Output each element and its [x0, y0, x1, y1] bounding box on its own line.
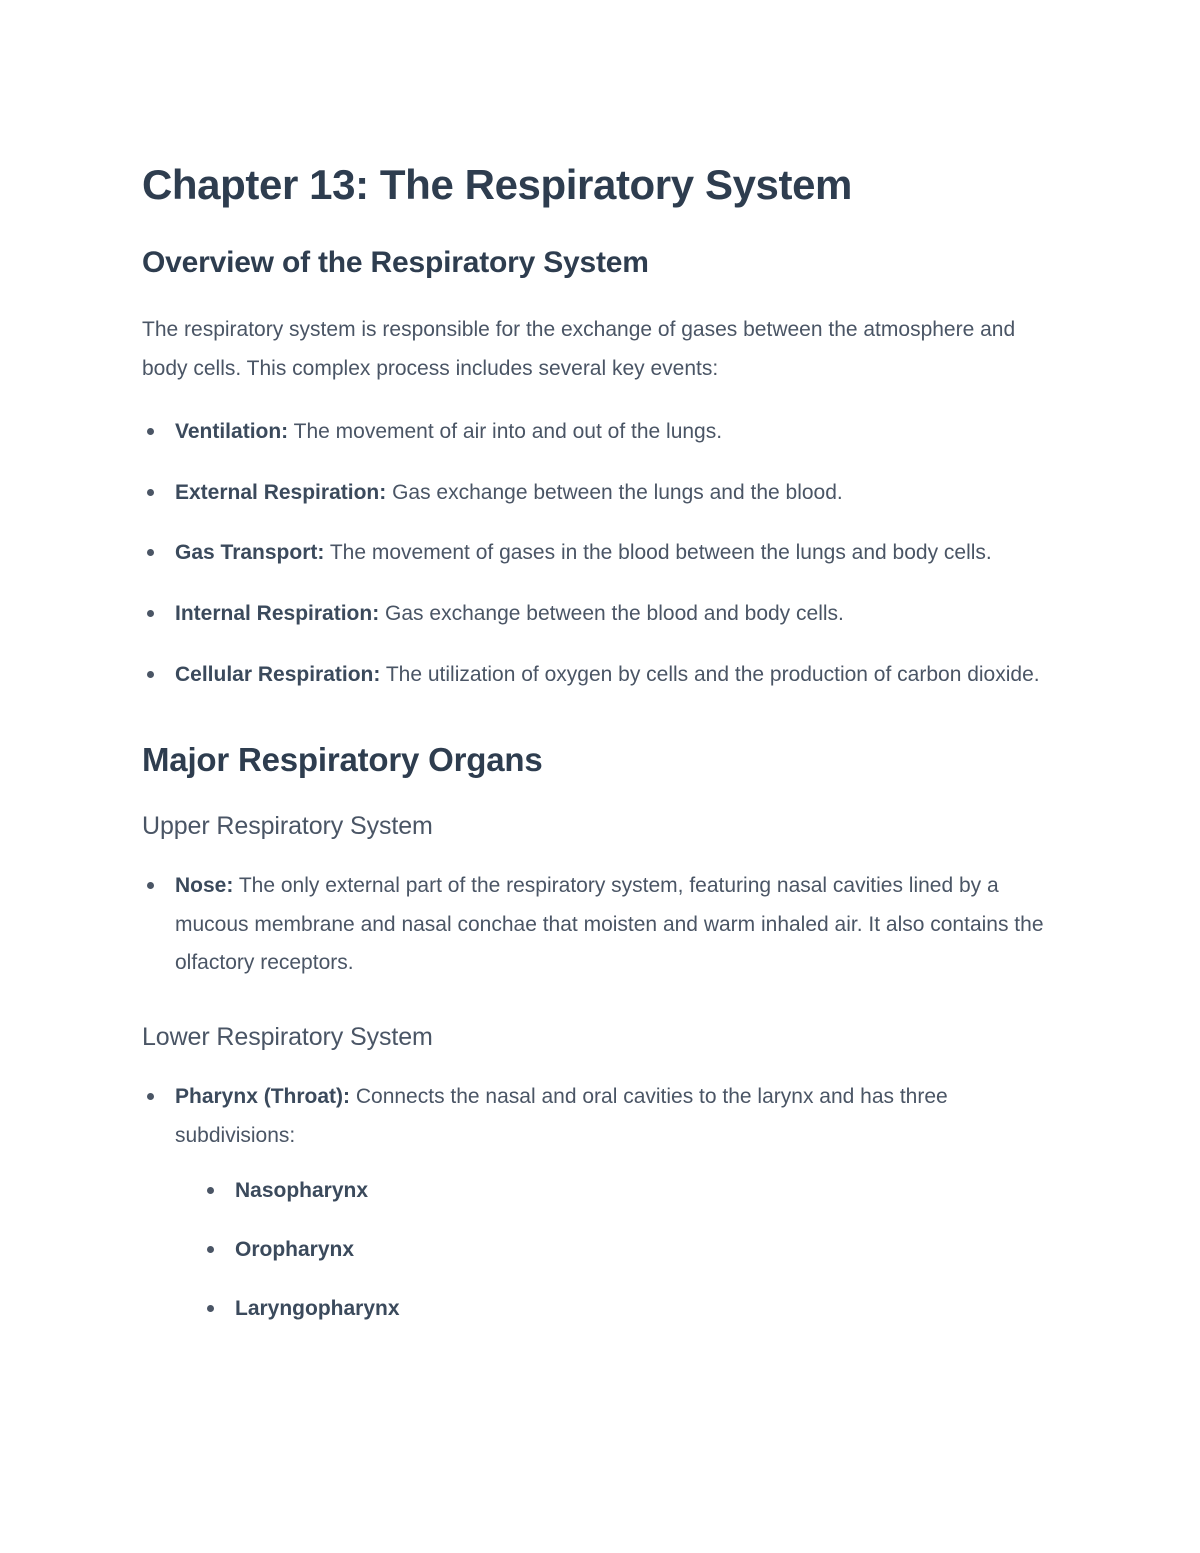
page-title: Chapter 13: The Respiratory System: [142, 161, 852, 208]
upper-respiratory-bullet-list: Nose: The only external part of the resp…: [142, 867, 1055, 984]
list-item-text: The movement of gases in the blood betwe…: [324, 541, 992, 565]
list-item-lead: Ventilation:: [175, 419, 289, 443]
list-item: Nose: The only external part of the resp…: [142, 867, 1055, 984]
list-item-text: The utilization of oxygen by cells and t…: [380, 663, 1040, 687]
section-major-organs: Major Respiratory Organs Upper Respirato…: [142, 739, 1055, 1325]
section-overview: Overview of the Respiratory System The r…: [142, 244, 1055, 695]
bullet-dot-icon: [207, 1304, 214, 1312]
bullet-dot-icon: [147, 881, 154, 889]
list-item-lead: External Respiration:: [175, 480, 387, 504]
list-item: Internal Respiration: Gas exchange betwe…: [142, 595, 1055, 634]
list-item-lead: Nose:: [175, 873, 234, 897]
list-item: Oropharynx: [203, 1234, 1055, 1267]
list-item-lead: Pharynx (Throat):: [175, 1084, 351, 1108]
bullet-dot-icon: [147, 671, 154, 679]
bullet-dot-icon: [207, 1245, 214, 1253]
list-item: Nasopharynx: [203, 1175, 1055, 1208]
list-item: Pharynx (Throat): Connects the nasal and…: [142, 1078, 1055, 1325]
pharynx-subdivisions-wrap: Nasopharynx Oropharynx Laryngopharynx: [175, 1175, 1055, 1325]
list-item-lead: Gas Transport:: [175, 541, 325, 565]
list-item-lead: Internal Respiration:: [175, 602, 380, 626]
overview-paragraph: The respiratory system is responsible fo…: [142, 318, 1016, 380]
subheading-upper-respiratory-system: Upper Respiratory System: [142, 812, 433, 841]
list-item: Gas Transport: The movement of gases in …: [142, 534, 1055, 573]
list-item-text: Laryngopharynx: [235, 1296, 400, 1320]
overview-bullet-list: Ventilation: The movement of air into an…: [142, 413, 1055, 695]
lower-respiratory-bullet-list: Pharynx (Throat): Connects the nasal and…: [142, 1078, 1055, 1325]
list-item-text: Nasopharynx: [235, 1179, 369, 1203]
list-item-text: The movement of air into and out of the …: [288, 419, 723, 443]
list-item-text: Connects the nasal and oral cavities to …: [175, 1084, 948, 1147]
bullet-dot-icon: [147, 427, 154, 435]
bullet-dot-icon: [147, 549, 154, 557]
bullet-dot-icon: [147, 610, 154, 618]
list-item-text: Oropharynx: [235, 1237, 355, 1261]
list-item-text: The only external part of the respirator…: [175, 873, 1044, 975]
section-heading-major-organs: Major Respiratory Organs: [142, 740, 543, 778]
list-item-lead: Cellular Respiration:: [175, 663, 381, 687]
pharynx-subdivision-list: Nasopharynx Oropharynx Laryngopharynx: [203, 1175, 1055, 1325]
bullet-dot-icon: [147, 488, 154, 496]
bullet-dot-icon: [207, 1187, 214, 1195]
list-item-text: Gas exchange between the blood and body …: [379, 602, 844, 626]
section-heading-overview: Overview of the Respiratory System: [142, 245, 649, 279]
list-item: External Respiration: Gas exchange betwe…: [142, 474, 1055, 513]
subheading-lower-respiratory-system: Lower Respiratory System: [142, 1023, 433, 1052]
list-item-text: Gas exchange between the lungs and the b…: [386, 480, 843, 504]
list-item: Cellular Respiration: The utilization of…: [142, 656, 1055, 695]
list-item: Laryngopharynx: [203, 1293, 1055, 1326]
list-item: Ventilation: The movement of air into an…: [142, 413, 1055, 452]
bullet-dot-icon: [147, 1092, 154, 1100]
